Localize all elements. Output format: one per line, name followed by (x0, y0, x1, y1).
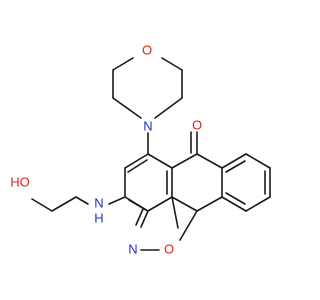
bond (75, 196, 89, 205)
bond (161, 57, 183, 71)
bond (196, 196, 223, 212)
bond (171, 196, 198, 212)
ketone-oxygen: O (192, 118, 202, 133)
hydroxyl-group: HO (10, 175, 30, 190)
morpholine-oxygen: O (142, 43, 152, 58)
bond (245, 196, 271, 212)
morpholine-nitrogen: N (143, 119, 152, 134)
bond (245, 153, 271, 169)
structure-diagram: O N O HO N H N O (10, 43, 271, 257)
molecule-drawing: O N O HO N H N O (10, 43, 271, 257)
bond (154, 97, 183, 119)
bond (140, 210, 149, 228)
bond (171, 196, 179, 229)
bond (179, 210, 198, 241)
bond (127, 159, 148, 173)
amine-hydrogen: H (94, 211, 103, 226)
bond (112, 97, 142, 119)
atom-labels: O N O HO N H N O (10, 43, 202, 257)
bond (196, 153, 223, 169)
bond (225, 160, 246, 173)
bond (225, 192, 246, 205)
bond (147, 196, 173, 212)
bond (147, 153, 173, 169)
bond (124, 153, 149, 169)
bond (112, 57, 134, 71)
bond (221, 153, 247, 169)
bond (171, 153, 198, 169)
bonds (31, 57, 271, 251)
bond (135, 208, 144, 226)
amine-nitrogen: N (94, 196, 103, 211)
bond (31, 198, 53, 212)
bond (51, 196, 77, 212)
isoxazole-oxygen: O (164, 242, 174, 257)
isoxazole-nitrogen: N (128, 242, 137, 257)
bond (221, 196, 247, 212)
bond (108, 196, 126, 205)
